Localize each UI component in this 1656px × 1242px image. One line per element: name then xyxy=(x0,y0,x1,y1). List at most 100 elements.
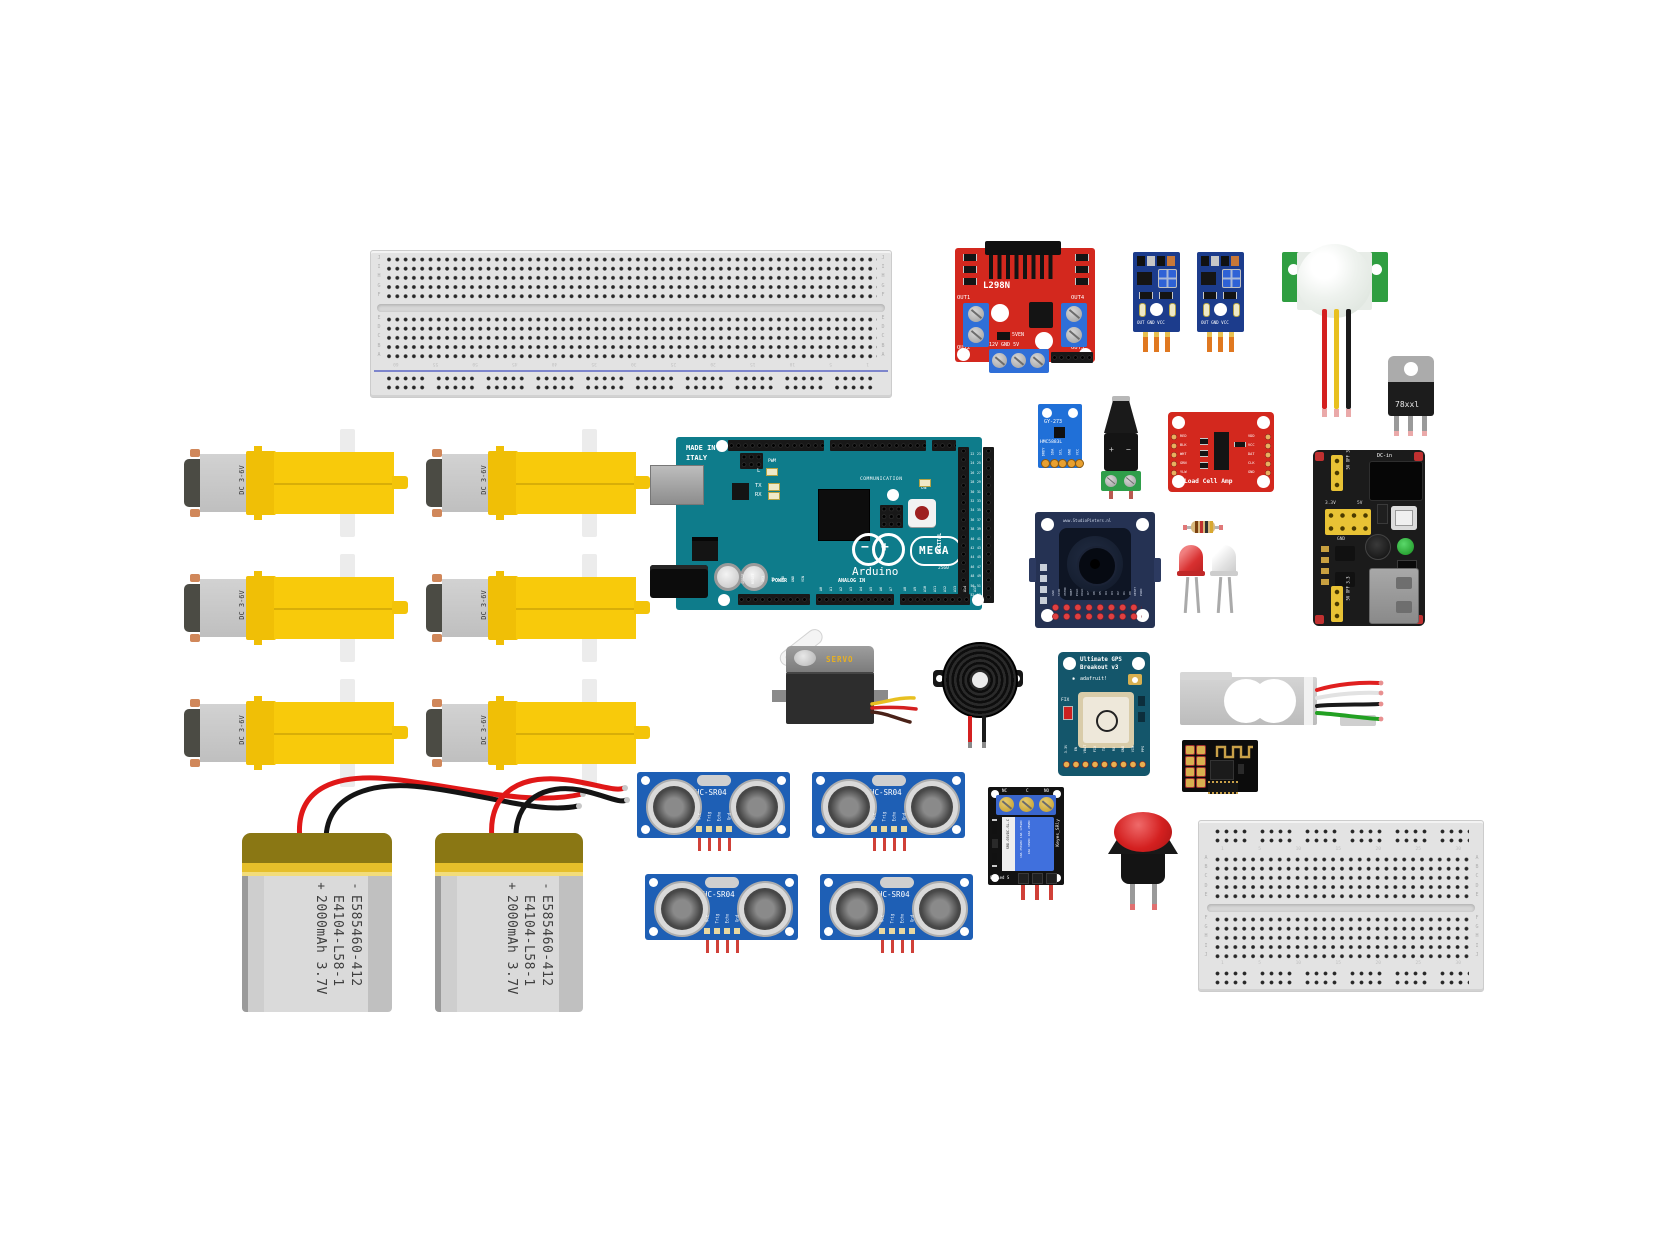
l298n-module: L298N OUT1 OUT4 OUT2 OUT3 5VEN 12V GND 5… xyxy=(955,241,1097,373)
pin xyxy=(1143,332,1148,352)
screw-terminal-block xyxy=(996,795,1056,815)
indicator-led xyxy=(1203,303,1210,317)
pin-leg xyxy=(715,940,719,953)
mounting-hole xyxy=(785,878,794,887)
terminal-screw xyxy=(1124,475,1136,487)
tab-hole xyxy=(1404,362,1418,376)
adafruit-star-icon: ✱ xyxy=(1072,676,1076,682)
led-red-flange xyxy=(1177,571,1205,576)
wire-tip xyxy=(1346,409,1351,417)
transducer-left xyxy=(654,881,710,937)
wire-tip xyxy=(968,742,972,748)
ear-hole xyxy=(936,675,943,682)
digital-pin-number: 29 xyxy=(977,480,981,485)
resistor-body xyxy=(1191,521,1215,533)
motor-can: DC 3-6V xyxy=(442,579,488,637)
pin-pad xyxy=(881,826,887,832)
chip-label: L298N xyxy=(983,281,1011,291)
power-rail-top xyxy=(1213,827,1469,845)
digital-pin-number: 37 xyxy=(977,517,981,522)
camera-pin-label: SIOD xyxy=(1056,588,1061,596)
corner-pad xyxy=(1315,615,1324,624)
row-letter: J xyxy=(1475,951,1479,958)
power-rail xyxy=(385,374,877,392)
title-line1: Ultimate GPS xyxy=(1080,657,1122,663)
output-shaft xyxy=(392,601,408,614)
ceramic-antenna xyxy=(1078,692,1134,748)
mounting-hole xyxy=(1063,657,1076,670)
column-number: 1 xyxy=(866,361,869,366)
camera-pin-label: PCLK xyxy=(1074,588,1079,596)
brand-label: adafruit! xyxy=(1080,676,1108,682)
battery-yellow-stripe xyxy=(242,863,392,872)
pin-label: Vcc xyxy=(696,812,702,820)
analog-pin-label: A0 xyxy=(819,586,823,592)
motor-can: DC 3-6V xyxy=(200,704,246,762)
pin xyxy=(1109,491,1113,499)
gearbox-front xyxy=(488,451,518,515)
led-tx xyxy=(768,483,780,491)
gearbox-body xyxy=(274,452,394,514)
terminal-screw xyxy=(1019,797,1034,812)
power-button xyxy=(1391,506,1417,530)
grid-bottom xyxy=(1213,915,1471,961)
analog-pin-label: A15 xyxy=(973,585,977,593)
column-number: 1 xyxy=(1221,961,1224,966)
pin-label: Gnd xyxy=(909,914,915,922)
pin-label: GRN xyxy=(1180,461,1187,465)
buzzer-wire-black xyxy=(982,716,986,742)
gps-pin-label: VBAT xyxy=(1082,744,1087,754)
icsp-header-1 xyxy=(740,453,763,469)
mounting-hole xyxy=(960,878,969,887)
mounting-hole xyxy=(816,825,825,834)
gnd-label: GND xyxy=(1337,537,1346,542)
gps-pin-label: TX xyxy=(1102,746,1107,752)
motor-terminal xyxy=(432,449,442,457)
digital-pin-number: 52 xyxy=(970,593,975,598)
camera-pin-label: D7 xyxy=(1086,591,1091,595)
resistor-band xyxy=(1195,521,1198,533)
camera-pin-label: D5 xyxy=(1098,591,1103,595)
pin-labels: OUT GND VCC xyxy=(1137,320,1165,325)
motor-terminal xyxy=(432,509,442,517)
relay-body: SRD-05VDC-SL-C 10A 250VAC 10A 125VAC 10A… xyxy=(1002,817,1054,871)
output-shaft xyxy=(634,601,650,614)
led-leg xyxy=(1183,576,1190,614)
terminal-screw xyxy=(1066,306,1082,322)
pin-pad xyxy=(879,928,885,934)
pin-leg xyxy=(872,838,876,851)
analog-pin-label: A13 xyxy=(953,585,957,593)
analog-pin-label: A10 xyxy=(923,585,927,593)
gps-pin-label: 3.3V xyxy=(1063,744,1068,754)
row-letter: H xyxy=(881,273,885,280)
digital-pin-number: 45 xyxy=(977,555,981,560)
indicator-led xyxy=(1139,303,1146,317)
smd-antenna-pad xyxy=(1128,674,1142,685)
pin-label: Echo xyxy=(899,913,905,923)
mounting-hole xyxy=(1042,408,1052,418)
voltage-regulator xyxy=(692,537,718,561)
minus-mark: − xyxy=(1126,445,1131,454)
relay-model: SRD-05VDC-SL-C xyxy=(1006,819,1010,850)
battery-capacity: 2000mAh 3.7V xyxy=(313,895,328,995)
sensor-label: HC-SR04 xyxy=(870,788,902,797)
mounting-hole xyxy=(1041,609,1054,622)
gearbox-front xyxy=(246,576,276,640)
header-pin xyxy=(1185,778,1195,788)
mounting-hole xyxy=(777,776,786,785)
motor-terminal xyxy=(190,699,200,707)
gearbox-tab xyxy=(254,446,262,452)
digital-pin-number: 27 xyxy=(977,470,981,475)
column-number: 15 xyxy=(1335,961,1341,966)
reset-button-cap xyxy=(915,506,929,520)
pin-pad xyxy=(704,928,710,934)
gearbox-tab xyxy=(496,639,504,645)
battery-minus: - xyxy=(539,882,554,890)
gearbox-tab xyxy=(496,696,504,702)
digital-pin-number: 23 xyxy=(977,452,981,456)
pin-pad xyxy=(1075,459,1084,468)
